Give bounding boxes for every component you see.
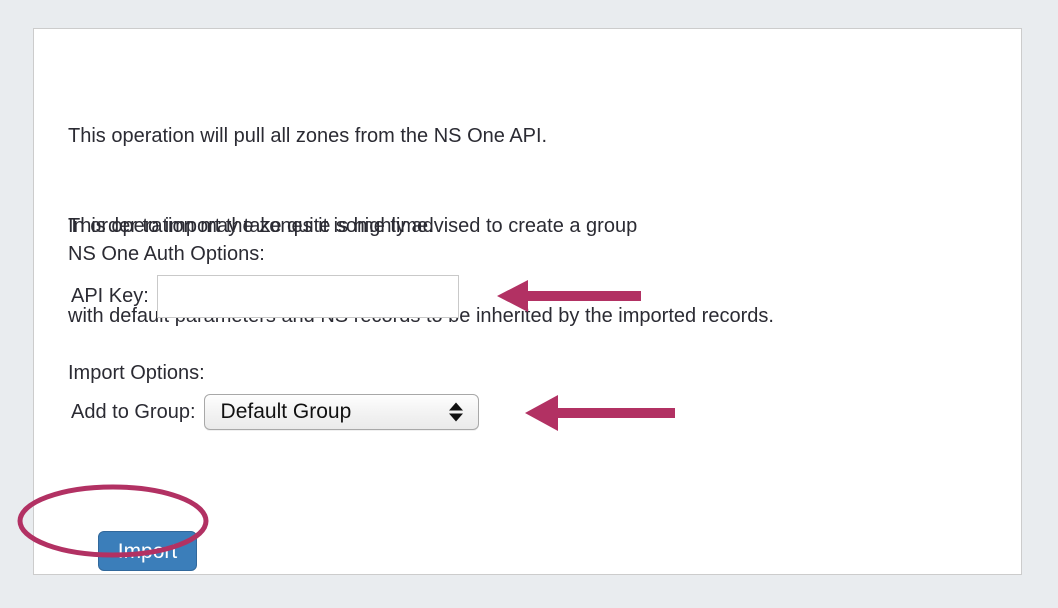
triangle-up-icon	[448, 402, 463, 411]
api-key-input[interactable]	[156, 275, 459, 318]
add-to-group-label: Add to Group:	[71, 400, 196, 423]
import-panel: This operation will pull all zones from …	[33, 28, 1022, 575]
api-key-row: API Key:	[71, 275, 459, 318]
add-to-group-selected-value: Default Group	[220, 400, 352, 423]
stepper-arrows-icon[interactable]	[448, 402, 463, 422]
api-key-label: API Key:	[71, 285, 149, 307]
import-button[interactable]: Import	[98, 531, 197, 571]
intro-line-2: This operation may take quite some time.	[68, 215, 434, 237]
add-to-group-select[interactable]: Default Group	[203, 394, 479, 430]
add-to-group-row: Add to Group: Default Group	[71, 394, 479, 430]
import-options-heading: Import Options:	[68, 362, 205, 384]
intro-paragraph-2: In order to import the zones it is highl…	[68, 151, 774, 391]
intro-paragraph-1: This operation will pull all zones from …	[68, 61, 547, 301]
intro-line-1: This operation will pull all zones from …	[68, 125, 548, 147]
triangle-down-icon	[448, 413, 463, 422]
intro-line-3: In order to import the zones it is highl…	[68, 215, 638, 237]
auth-options-heading: NS One Auth Options:	[68, 243, 265, 265]
